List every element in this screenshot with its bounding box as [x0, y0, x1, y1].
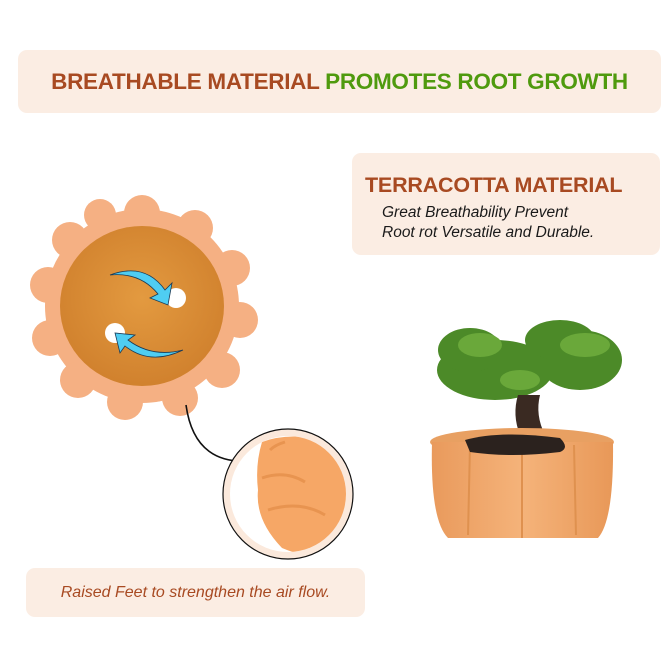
- raised-feet-note: Raised Feet to strengthen the air flow.: [26, 568, 365, 617]
- headline-part-2: PROMOTES ROOT GROWTH: [325, 68, 628, 94]
- feature-description-line-2: Root rot Versatile and Durable.: [382, 224, 595, 241]
- headline: BREATHABLE MATERIAL PROMOTES ROOT GROWTH: [51, 69, 628, 95]
- drainage-hole: [166, 288, 186, 308]
- feature-description-line-1: Great Breathability Prevent: [382, 204, 569, 221]
- feature-box: TERRACOTTA MATERIAL Great Breathability …: [352, 153, 660, 255]
- headline-part-1: BREATHABLE MATERIAL: [51, 68, 320, 94]
- raised-feet-zoom: [222, 428, 354, 560]
- raised-feet-note-text: Raised Feet to strengthen the air flow.: [60, 583, 331, 601]
- drainage-arrows-icon: [109, 270, 184, 358]
- pot-top-view: [30, 195, 258, 420]
- feature-title: TERRACOTTA MATERIAL: [365, 173, 623, 197]
- headline-banner: BREATHABLE MATERIAL PROMOTES ROOT GROWTH: [18, 50, 661, 113]
- feature-description: Great Breathability Prevent Root rot Ver…: [382, 203, 594, 243]
- bonsai-pot-image: [430, 320, 622, 538]
